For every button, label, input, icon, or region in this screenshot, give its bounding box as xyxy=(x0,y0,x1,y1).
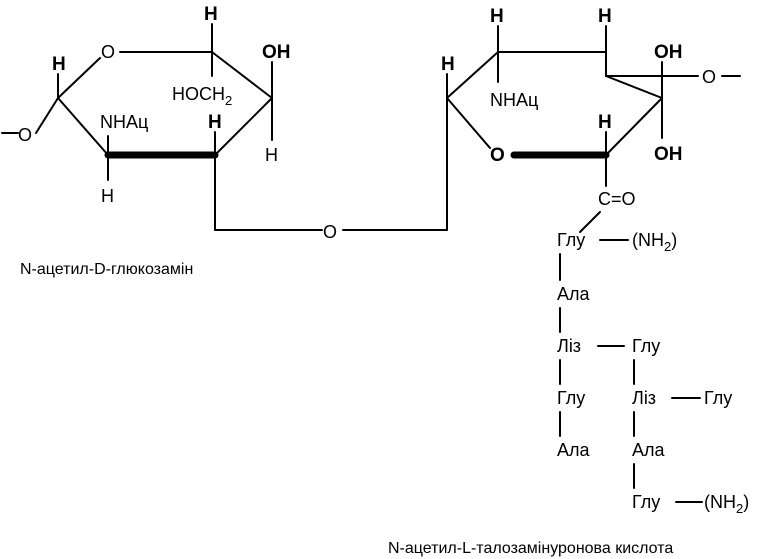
glucosamine-caption: N-ацетил-D-глюкозамін xyxy=(20,261,193,278)
taluronic-oh-bottom: OH xyxy=(654,144,683,165)
glucosamine-hoch2: HOCH2 xyxy=(172,84,232,108)
branch-residue-glu-2: Глу xyxy=(632,492,660,512)
taluronic-h-ring: H xyxy=(598,112,612,133)
glucosamine-h-c2-down: H xyxy=(101,186,114,206)
taluronic-caption: N-ацетил-L-талозамінуронова кислота xyxy=(388,540,673,557)
chain-residue-ala-2: Ала xyxy=(557,440,591,460)
bond-o-c1 xyxy=(35,97,59,134)
taluronic-h-top-left: H xyxy=(490,6,504,27)
taluronic-ring: H O H NHАц H O OH OH H C=O xyxy=(441,6,741,233)
glucosamine-ring: O H O H HOCH2 OH H H NHАц H N-ацетил-D-г… xyxy=(1,4,291,278)
nh2-b: (NH2) xyxy=(704,492,749,516)
chain-residue-liz: Ліз xyxy=(557,336,581,356)
branch-residue-liz: Ліз xyxy=(632,388,656,408)
bond-c3-c4 xyxy=(605,75,663,99)
bond-c1-c2 xyxy=(446,51,499,99)
chain-residue-ala-1: Ала xyxy=(557,284,591,304)
glucosamine-o-link: O xyxy=(18,125,32,145)
taluronic-oh-top: OH xyxy=(654,42,683,63)
glucosamine-nhac: NHАц xyxy=(100,112,148,132)
glucosamine-oh: OH xyxy=(262,42,291,63)
peptide-main-chain: Глу (NH2) Ала Ліз Глу Ала xyxy=(557,230,677,460)
branch-residue-glu-1: Глу xyxy=(632,336,660,356)
chain-residue-glu-2: Глу xyxy=(557,388,585,408)
chain-residue-glu-1: Глу xyxy=(557,230,585,250)
taluronic-nhac: NHАц xyxy=(490,90,538,110)
bond-ringo-c1 xyxy=(446,97,491,149)
bond-c4-c3 xyxy=(214,97,273,156)
peptide-branch-chain: Глу Ліз Глу Ала Глу (NH2) xyxy=(632,336,749,516)
bond-c5-c4 xyxy=(211,51,273,99)
side-residue-glu: Глу xyxy=(704,388,732,408)
glucosamine-h-c2: H xyxy=(208,112,222,133)
glucosamine-h-top: H xyxy=(204,4,218,25)
bond-c2-c1 xyxy=(57,97,109,156)
glucosamine-h-c1: H xyxy=(52,54,66,75)
bond-c1-ringo xyxy=(57,57,101,99)
taluronic-h-left: H xyxy=(441,54,455,75)
glucosamine-h-c3-down: H xyxy=(265,145,278,165)
branch-residue-ala: Ала xyxy=(632,440,666,460)
bond-c4-c5 xyxy=(605,97,663,156)
taluronic-o-right: O xyxy=(702,67,716,87)
nh2-a: (NH2) xyxy=(632,230,677,254)
taluronic-carbonyl: C=O xyxy=(598,189,636,209)
taluronic-h-top-right: H xyxy=(598,6,612,27)
glycosidic-bridge: O xyxy=(214,97,448,242)
bridge-o: O xyxy=(323,222,337,242)
taluronic-ring-o: O xyxy=(490,145,505,166)
bond-carbonyl-glu xyxy=(579,211,601,233)
glucosamine-ring-o: O xyxy=(101,42,115,62)
